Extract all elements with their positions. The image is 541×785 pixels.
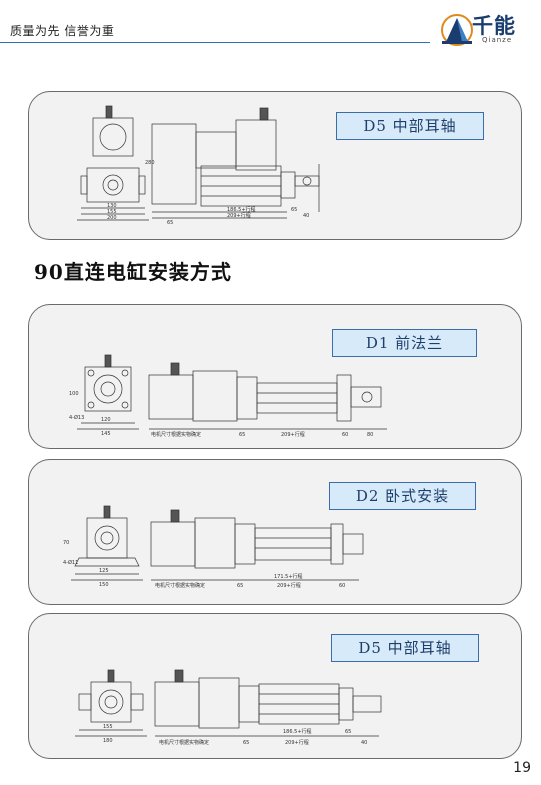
dim-h2: 4-Ø13 — [69, 414, 84, 421]
d5-drawing-top: 130 155 200 65 186.5+行程 209+行程 65 40 280 — [77, 105, 320, 226]
d5-drawing-bottom: 155 180 电机尺寸根据实物确定 65 186.5+行程 209+行程 65… — [75, 669, 382, 746]
dim-7: 65 — [345, 729, 351, 735]
page-header: 质量为先 信誉为重 千能 Qianze — [0, 0, 541, 46]
dim-h1: 280 — [145, 160, 155, 166]
panel-d2-horizontal-mount: 125 150 电机尺寸根据实物确定 65 171.5+行程 209+行程 60… — [28, 459, 522, 605]
dim-3: 200 — [107, 215, 117, 221]
panel-d1-front-flange: 120 145 电机尺寸根据实物确定 65 209+行程 60 80 100 4… — [28, 304, 522, 449]
logo-text: 千能 — [472, 14, 516, 38]
dim-2: 180 — [103, 738, 113, 744]
d2-drawing: 125 150 电机尺寸根据实物确定 65 171.5+行程 209+行程 60… — [63, 505, 364, 589]
panel-d5-mid-trunnion-top: 130 155 200 65 186.5+行程 209+行程 65 40 280… — [28, 91, 522, 240]
d1-drawing: 120 145 电机尺寸根据实物确定 65 209+行程 60 80 100 4… — [69, 354, 387, 438]
dim-6: 209+行程 — [285, 739, 309, 746]
page-number: 19 — [513, 760, 531, 776]
dim-1: 120 — [101, 417, 111, 423]
company-slogan: 质量为先 信誉为重 — [10, 24, 115, 38]
panel-d5-mid-trunnion-bottom: 155 180 电机尺寸根据实物确定 65 186.5+行程 209+行程 65… — [28, 613, 522, 759]
dim-h1: 70 — [63, 540, 69, 546]
mount-type-label: D5 中部耳轴 — [336, 112, 484, 140]
dim-h1: 100 — [69, 391, 79, 397]
dim-1: 125 — [99, 568, 109, 574]
dim-3: 电机尺寸根据实物确定 — [151, 431, 201, 438]
dim-2: 155 — [107, 209, 117, 215]
dim-2: 150 — [99, 582, 109, 588]
mount-type-label: D1 前法兰 — [332, 329, 477, 357]
dim-8: 40 — [303, 213, 309, 219]
mount-type-label: D5 中部耳轴 — [331, 634, 479, 662]
dim-6: 209+行程 — [227, 212, 251, 219]
dim-7: 65 — [291, 207, 297, 213]
dim-4: 65 — [167, 220, 173, 226]
dim-5: 171.5+行程 — [274, 573, 303, 580]
dim-4: 65 — [243, 740, 249, 746]
dim-3: 电机尺寸根据实物确定 — [159, 739, 209, 746]
mount-type-label: D2 卧式安装 — [329, 482, 476, 510]
dim-4: 65 — [237, 583, 243, 589]
dim-7: 80 — [367, 432, 373, 438]
dim-7: 60 — [339, 583, 345, 589]
dim-6: 60 — [342, 432, 348, 438]
dim-8: 40 — [361, 740, 367, 746]
dim-5: 209+行程 — [281, 431, 305, 438]
dim-3: 电机尺寸根据实物确定 — [155, 582, 205, 589]
dim-1: 130 — [107, 203, 117, 209]
logo-subtext: Qianze — [482, 36, 513, 44]
dim-1: 155 — [103, 724, 113, 730]
dim-h2: 4-Ø11 — [63, 559, 78, 566]
section-title: 90直连电缸安装方式 — [34, 260, 232, 284]
dim-6: 209+行程 — [277, 582, 301, 589]
header-rule — [0, 42, 430, 43]
dim-5: 186.5+行程 — [283, 728, 312, 735]
company-logo-icon — [441, 14, 473, 46]
dim-2: 145 — [101, 431, 111, 437]
dim-5: 186.5+行程 — [227, 206, 256, 213]
dim-4: 65 — [239, 432, 245, 438]
